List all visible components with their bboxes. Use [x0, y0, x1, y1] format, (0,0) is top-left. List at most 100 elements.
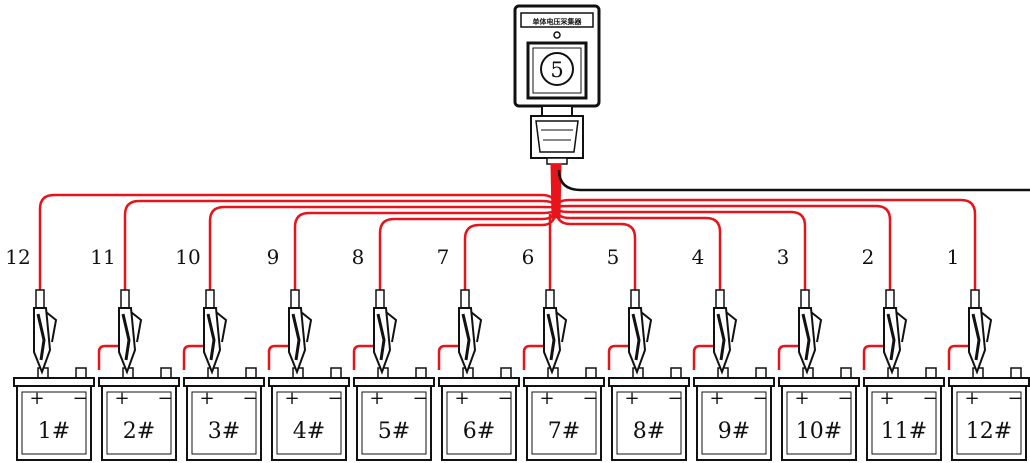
clip-boot	[290, 289, 300, 309]
battery: +−7#	[523, 367, 605, 461]
battery-body	[186, 385, 262, 461]
battery-inner-panel	[531, 391, 597, 455]
battery-body	[526, 385, 602, 461]
alligator-clip	[883, 289, 908, 375]
signal-wire	[293, 207, 558, 292]
clip-jaw-outer	[713, 307, 732, 375]
signal-wire	[38, 193, 558, 292]
positive-sign: +	[369, 388, 384, 409]
clip-lever	[300, 311, 313, 343]
device-number: 5	[550, 58, 563, 82]
wire-label: 10	[175, 245, 200, 269]
clip-set	[33, 289, 993, 375]
device-indicator-led	[553, 31, 561, 39]
battery-lid	[183, 377, 265, 387]
positive-sign: +	[284, 388, 299, 409]
negative-post	[160, 367, 172, 379]
negative-sign: −	[157, 388, 172, 409]
battery-inner-panel	[276, 391, 342, 455]
positive-sign: +	[879, 388, 894, 409]
battery-label: 8#	[633, 419, 665, 444]
signal-wire	[554, 198, 977, 292]
battery-label: 3#	[208, 419, 240, 444]
battery-lid	[268, 377, 350, 387]
clip-jaw-inner	[291, 313, 301, 361]
signal-wire	[554, 207, 722, 292]
alligator-clip	[33, 289, 58, 375]
battery: +−10#	[778, 367, 860, 461]
battery-inner-panel	[956, 391, 1022, 455]
wire-label: 8	[352, 245, 365, 269]
signal-wire	[554, 207, 807, 292]
battery: +−12#	[948, 367, 1030, 461]
clip-jaw-inner	[631, 313, 641, 361]
battery-body	[866, 385, 942, 461]
negative-sign: −	[72, 388, 87, 409]
battery-label: 7#	[548, 419, 580, 444]
clip-jaw-outer	[798, 307, 817, 375]
alligator-clip	[713, 289, 738, 375]
negative-sign: −	[497, 388, 512, 409]
battery-inner-panel	[446, 391, 512, 455]
clip-lever	[470, 311, 483, 343]
wire-label: 1	[947, 245, 960, 269]
clip-jaw-inner	[546, 313, 556, 361]
wire-label: 6	[522, 245, 535, 269]
battery-inner-panel	[106, 391, 172, 455]
clip-lever	[895, 311, 908, 343]
clip-jaw-inner	[716, 313, 726, 361]
clip-jaw-outer	[543, 307, 562, 375]
clip-jaw-inner	[376, 313, 386, 361]
battery-body	[951, 385, 1027, 461]
wire-label-set: 1211109876543210	[5, 245, 960, 269]
clip-jaw-outer	[458, 307, 477, 375]
clip-jaw-outer	[33, 307, 52, 375]
positive-sign: +	[29, 388, 44, 409]
clip-boot	[35, 289, 45, 309]
clip-jaw-inner	[206, 313, 216, 361]
clip-lever	[810, 311, 823, 343]
db-connector	[530, 115, 584, 165]
negative-post	[415, 367, 427, 379]
ground-wire	[557, 169, 1030, 192]
voltage-collector-device: 单体电压采集器 5	[513, 4, 601, 117]
battery-label: 2#	[123, 419, 155, 444]
negative-post	[585, 367, 597, 379]
alligator-clip	[373, 289, 398, 375]
battery: +−11#	[863, 367, 945, 461]
clip-boot	[545, 289, 555, 309]
battery-label: 12#	[966, 419, 1012, 444]
clip-jaw-inner	[971, 313, 981, 361]
wire-label: 5	[607, 245, 620, 269]
negative-post	[670, 367, 682, 379]
battery-lid	[608, 377, 690, 387]
positive-sign: +	[114, 388, 129, 409]
battery-inner-panel	[361, 391, 427, 455]
battery-string: +−1#+−2#+−3#+−4#+−5#+−6#+−7#+−8#+−9#+−10…	[13, 367, 1030, 461]
negative-sign: −	[582, 388, 597, 409]
battery: +−1#	[13, 367, 95, 461]
device-number-circle	[540, 52, 574, 86]
signal-wire	[208, 205, 558, 292]
negative-sign: −	[667, 388, 682, 409]
battery: +−3#	[183, 367, 265, 461]
battery-label: 5#	[378, 419, 410, 444]
clip-lever	[555, 311, 568, 343]
clip-jaw-inner	[121, 313, 131, 361]
positive-sign: +	[794, 388, 809, 409]
wire-label: 9	[267, 245, 280, 269]
positive-sign: +	[454, 388, 469, 409]
clip-boot	[715, 289, 725, 309]
negative-sign: −	[242, 388, 257, 409]
clip-lever	[385, 311, 398, 343]
negative-sign: −	[327, 388, 342, 409]
signal-wire	[554, 207, 637, 292]
wire-label: 2	[862, 245, 875, 269]
clip-jaw-inner	[461, 313, 471, 361]
battery-lid	[778, 377, 860, 387]
negative-post	[755, 367, 767, 379]
alligator-clip	[203, 289, 228, 375]
battery-body	[101, 385, 177, 461]
negative-sign: −	[922, 388, 937, 409]
battery-inner-panel	[191, 391, 257, 455]
